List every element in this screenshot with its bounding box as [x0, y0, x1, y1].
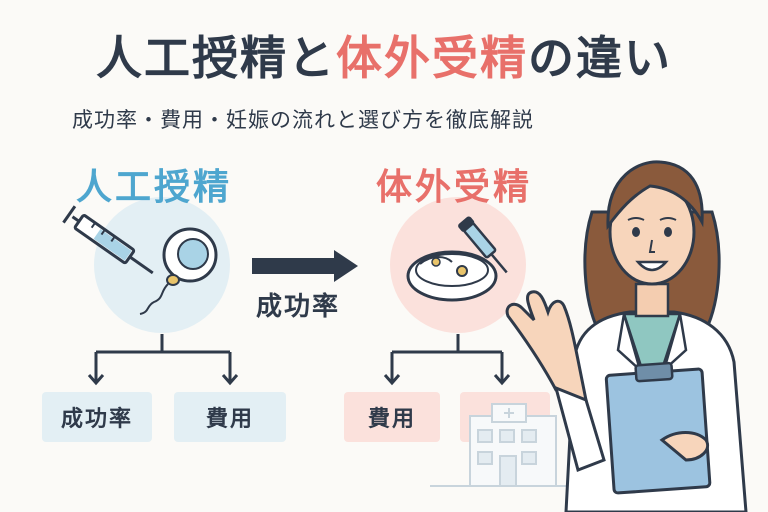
right-branch-connector	[383, 334, 511, 386]
pipette-icon	[458, 216, 508, 274]
hospital-icon	[430, 403, 586, 487]
title-part-1: 人工授精と	[96, 31, 336, 85]
title-part-2: 体外受精	[336, 31, 528, 85]
arrow-label: 成功率	[256, 292, 341, 322]
ai-cost-pill: 費用	[174, 392, 286, 442]
syringe-icon	[62, 205, 154, 275]
ivf-illustration	[390, 197, 526, 333]
comparison-arrow	[252, 250, 358, 282]
ai-heading: 人工授精	[76, 167, 233, 208]
petri-dish-icon	[406, 250, 498, 302]
title-part-3: の違い	[528, 31, 672, 85]
ai-success-rate-pill: 成功率	[42, 392, 152, 442]
page-title: 人工授精と体外受精の違い	[0, 22, 768, 88]
clipboard-icon	[604, 361, 712, 495]
ivf-cost-pill: 費用	[344, 392, 440, 442]
ivf-heading: 体外受精	[376, 167, 533, 208]
egg-cell-icon	[162, 227, 218, 283]
left-branch-connector	[87, 334, 239, 386]
ai-illustration	[62, 197, 230, 333]
sperm-icon	[139, 274, 180, 315]
doctor-illustration	[505, 160, 748, 512]
page-subtitle: 成功率・費用・妊娠の流れと選び方を徹底解説	[72, 108, 534, 132]
